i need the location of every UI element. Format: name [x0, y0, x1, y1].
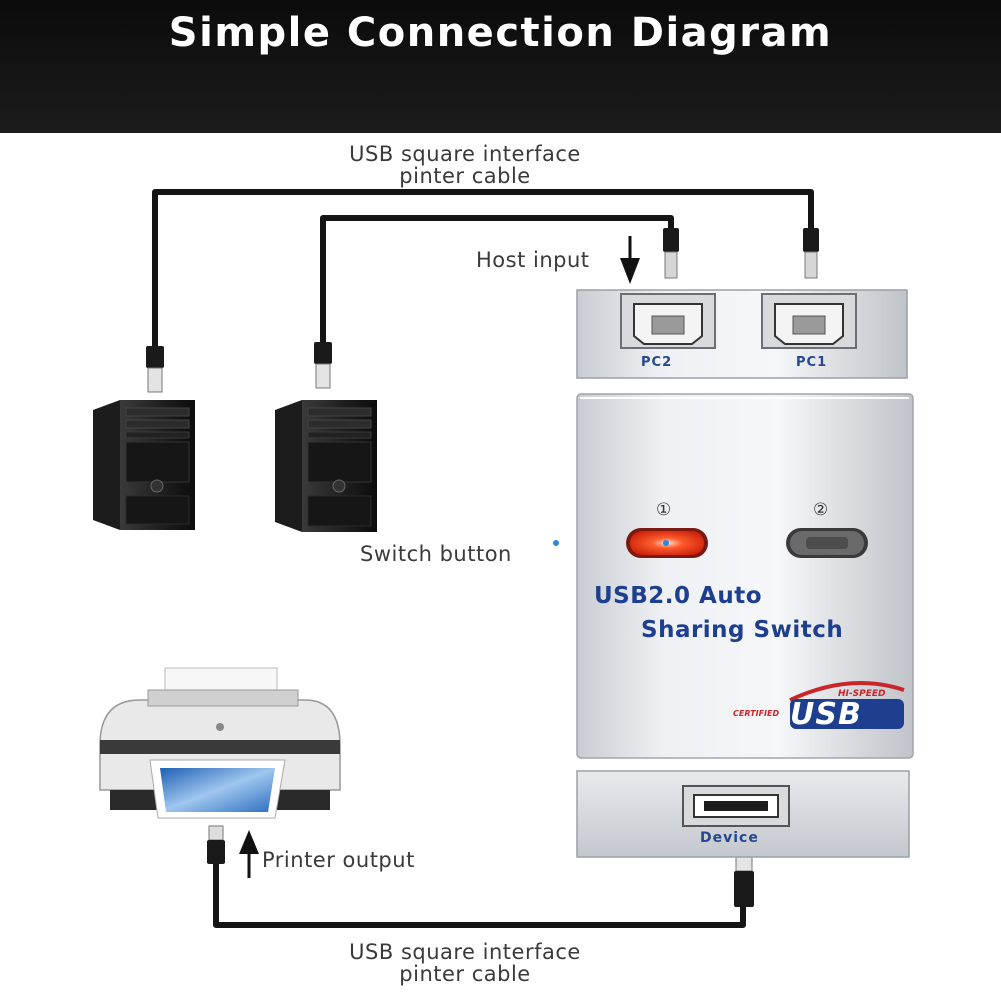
port-label-pc1: PC1 [796, 355, 828, 370]
usb-plug-icon [734, 854, 754, 907]
usb-plug-icon [146, 346, 164, 393]
computer-tower-icon [275, 400, 377, 532]
switch-body [576, 393, 914, 759]
usb-plug-icon [207, 825, 225, 864]
arrow-up-icon [239, 830, 259, 878]
cable-label-bottom-line2: pinter cable [399, 962, 531, 986]
cable-label-bottom: USB square interface pinter cable [300, 941, 630, 985]
switch-button-led-1[interactable] [553, 528, 708, 558]
printer-output-label: Printer output [262, 848, 415, 872]
switch-button-label: Switch button [360, 542, 512, 566]
usb-logo-certified: CERTIFIED [733, 709, 780, 718]
usb-b-port-icon [620, 293, 716, 349]
usb-b-port-icon [761, 293, 857, 349]
cable-pc1 [152, 189, 814, 350]
cable-label-bottom-line1: USB square interface [349, 940, 581, 964]
printer-icon [99, 667, 341, 819]
host-input-label: Host input [476, 248, 590, 272]
computer-tower-icon [93, 400, 195, 530]
led-number-1: ① [656, 500, 672, 520]
port-label-pc2: PC2 [641, 355, 673, 370]
cable-label-top-line2: pinter cable [399, 164, 531, 188]
usb-logo-hi-speed: HI-SPEED [838, 689, 886, 699]
usb-plug-icon [803, 228, 819, 279]
cable-label-top-line1: USB square interface [349, 142, 581, 166]
usb-plug-icon [314, 342, 332, 389]
cable-pc2 [320, 215, 674, 345]
usb-a-port-icon [682, 785, 790, 827]
arrow-down-icon [620, 236, 640, 284]
switch-device-port-panel [576, 770, 910, 858]
usb-logo-text: USB [790, 697, 862, 732]
switch-title-line1: USB2.0 Auto [594, 583, 762, 609]
header-bar: Simple Connection Diagram [0, 0, 1001, 133]
usb-certified-logo [789, 680, 905, 729]
port-label-device: Device [700, 830, 759, 846]
usb-plug-icon [663, 228, 679, 279]
cable-device [213, 860, 746, 928]
switch-title-line2: Sharing Switch [641, 617, 844, 643]
led-number-2: ② [813, 500, 829, 520]
switch-button-led-2[interactable] [786, 528, 868, 558]
page-title: Simple Connection Diagram [168, 10, 833, 56]
switch-host-port-panel [576, 289, 908, 379]
cable-label-top: USB square interface pinter cable [300, 143, 630, 187]
